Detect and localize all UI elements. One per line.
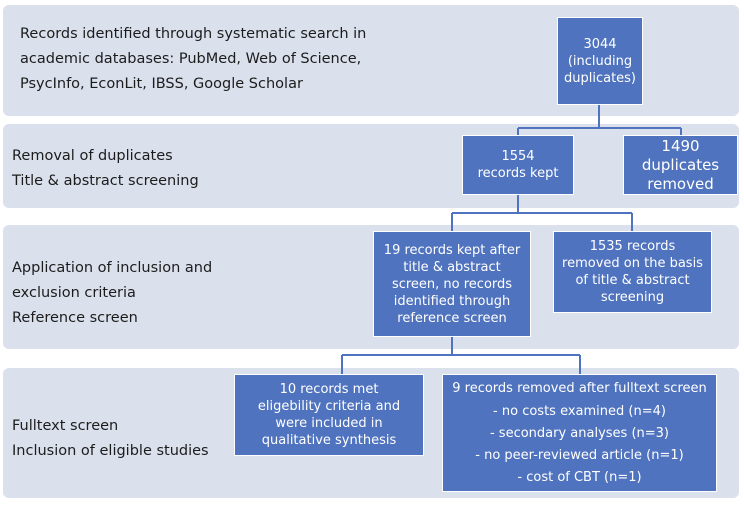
box-text: 1554 records kept [477,149,559,181]
stage-band-screening [3,124,739,208]
stage-label-line: Removal of duplicates [12,148,173,164]
stage-label-identification: Records identified through systematic se… [20,22,366,97]
stage-label-line: Records identified through systematic se… [20,26,367,42]
stage-label-line: Fulltext screen [12,418,119,434]
box-text: 1490 duplicates removed [641,136,720,193]
box-heading: 9 records removed after fulltext screen [452,381,707,396]
exclusion-reason: - no peer-reviewed article (n=1) [475,448,684,463]
stage-label-line: Application of inclusion and [12,260,213,276]
stage-label-line: exclusion criteria [12,285,136,301]
stage-label-line: PsycInfo, EconLit, IBSS, Google Scholar [20,76,303,92]
stage-label-eligibility: Application of inclusion and exclusion c… [12,256,212,331]
exclusion-reason: - secondary analyses (n=3) [489,426,670,441]
stage-label-inclusion: Fulltext screen Inclusion of eligible st… [12,414,209,464]
box-records-kept: 1554 records kept [462,135,574,195]
box-text: 3044 (including duplicates) [563,36,637,86]
stage-label-line: Inclusion of eligible studies [12,443,209,459]
box-duplicates-removed: 1490 duplicates removed [623,135,738,195]
stage-label-screening: Removal of duplicates Title & abstract s… [12,144,199,194]
stage-label-line: Reference screen [12,310,138,326]
box-text: 19 records kept after title & abstract s… [383,242,521,326]
box-records-removed-screening: 1535 records removed on the basis of tit… [553,231,712,313]
exclusion-reason: - cost of CBT (n=1) [517,470,642,485]
box-records-removed-fulltext: 9 records removed after fulltext screen … [442,374,717,492]
box-records-kept-after-screen: 19 records kept after title & abstract s… [373,231,531,337]
stage-label-line: academic databases: PubMed, Web of Scien… [20,51,362,67]
box-records-included: 10 records met eligebility criteria and … [234,374,424,456]
box-records-identified: 3044 (including duplicates) [557,17,643,105]
stage-label-line: Title & abstract screening [12,173,199,189]
exclusion-reason: - no costs examined (n=4) [493,404,666,419]
box-text: 1535 records removed on the basis of tit… [562,239,703,305]
box-text: 10 records met eligebility criteria and … [257,382,401,448]
